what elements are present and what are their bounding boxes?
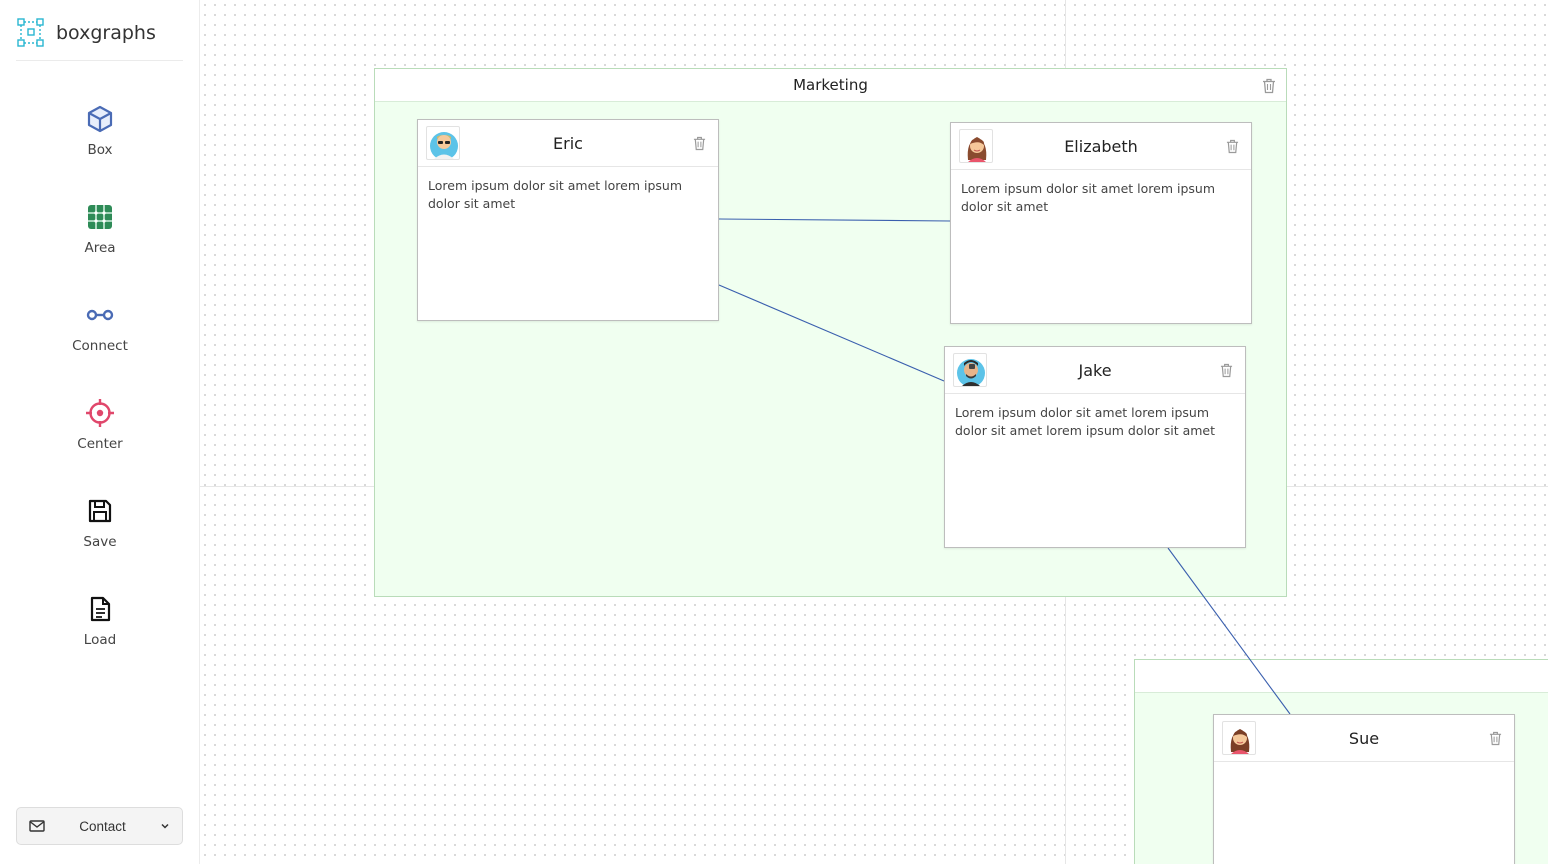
box-eric[interactable]: Eric Lorem ipsum dolor sit amet lorem ip… — [417, 119, 719, 321]
box-tool-button[interactable]: Box — [40, 104, 160, 174]
man-sunglasses-avatar-icon — [430, 132, 458, 159]
area-header[interactable] — [1135, 660, 1548, 693]
load-tool-button[interactable]: Load — [40, 594, 160, 664]
graph-canvas[interactable]: Marketing — [200, 0, 1548, 864]
floppy-icon — [88, 499, 112, 523]
box-sue[interactable]: Sue — [1213, 714, 1515, 864]
woman-avatar-icon — [967, 137, 987, 162]
cube-icon — [87, 105, 113, 133]
box-jake[interactable]: Jake Lorem ipsum dolor sit amet lorem ip… — [944, 346, 1246, 548]
connect-icon — [86, 309, 114, 321]
box-header[interactable]: Sue — [1214, 715, 1514, 762]
center-tool-label: Center — [77, 436, 123, 452]
connect-tool-button[interactable]: Connect — [40, 300, 160, 370]
avatar-sue — [1222, 721, 1256, 755]
box-description[interactable]: Lorem ipsum dolor sit amet lorem ipsum d… — [961, 181, 1216, 214]
connection-eric-jake[interactable] — [718, 284, 945, 382]
area-title: Marketing — [793, 76, 868, 94]
box-header[interactable]: Jake — [945, 347, 1245, 394]
box-description[interactable]: Lorem ipsum dolor sit amet lorem ipsum d… — [428, 178, 683, 211]
grid-icon — [88, 205, 112, 229]
save-tool-label: Save — [83, 534, 117, 550]
contact-label: Contact — [79, 818, 126, 834]
file-icon — [90, 596, 111, 622]
connect-tool-label: Connect — [72, 338, 128, 354]
brand: boxgraphs — [16, 14, 183, 61]
box-title: Elizabeth — [1064, 137, 1138, 156]
box-tool-label: Box — [87, 142, 113, 158]
crosshair-icon — [86, 399, 114, 427]
trash-icon[interactable] — [1262, 78, 1276, 94]
avatar-jake — [953, 353, 987, 387]
area-tool-button[interactable]: Area — [40, 202, 160, 272]
contact-dropdown[interactable]: Contact — [16, 807, 183, 845]
box-elizabeth[interactable]: Elizabeth Lorem ipsum dolor sit amet lor… — [950, 122, 1252, 324]
app-name: boxgraphs — [56, 22, 156, 44]
area-header[interactable]: Marketing — [375, 69, 1286, 102]
boxgraphs-logo-icon — [17, 18, 44, 47]
trash-icon[interactable] — [1489, 731, 1502, 746]
chevron-down-icon — [161, 823, 169, 829]
box-title: Sue — [1348, 729, 1380, 748]
trash-icon[interactable] — [1226, 139, 1239, 154]
trash-icon[interactable] — [1220, 363, 1233, 378]
connections-layer — [718, 218, 1291, 715]
box-description[interactable]: Lorem ipsum dolor sit amet lorem ipsum d… — [955, 405, 1215, 438]
connection-jake-sue[interactable] — [1167, 547, 1291, 715]
box-header[interactable]: Elizabeth — [951, 123, 1251, 170]
mail-icon — [29, 820, 45, 832]
area-tool-label: Area — [84, 240, 116, 256]
trash-icon[interactable] — [693, 136, 706, 151]
sidebar: boxgraphs Box Area Connect Cente — [0, 0, 200, 864]
avatar-eric — [426, 126, 460, 160]
box-title: Eric — [553, 134, 583, 153]
save-tool-button[interactable]: Save — [40, 496, 160, 566]
man-headset-avatar-icon — [957, 359, 985, 386]
box-title: Jake — [1078, 361, 1112, 380]
center-tool-button[interactable]: Center — [40, 398, 160, 468]
load-tool-label: Load — [83, 632, 117, 648]
connection-eric-elizabeth[interactable] — [718, 218, 951, 222]
woman-avatar-icon — [1230, 729, 1250, 754]
box-header[interactable]: Eric — [418, 120, 718, 167]
avatar-elizabeth — [959, 129, 993, 163]
